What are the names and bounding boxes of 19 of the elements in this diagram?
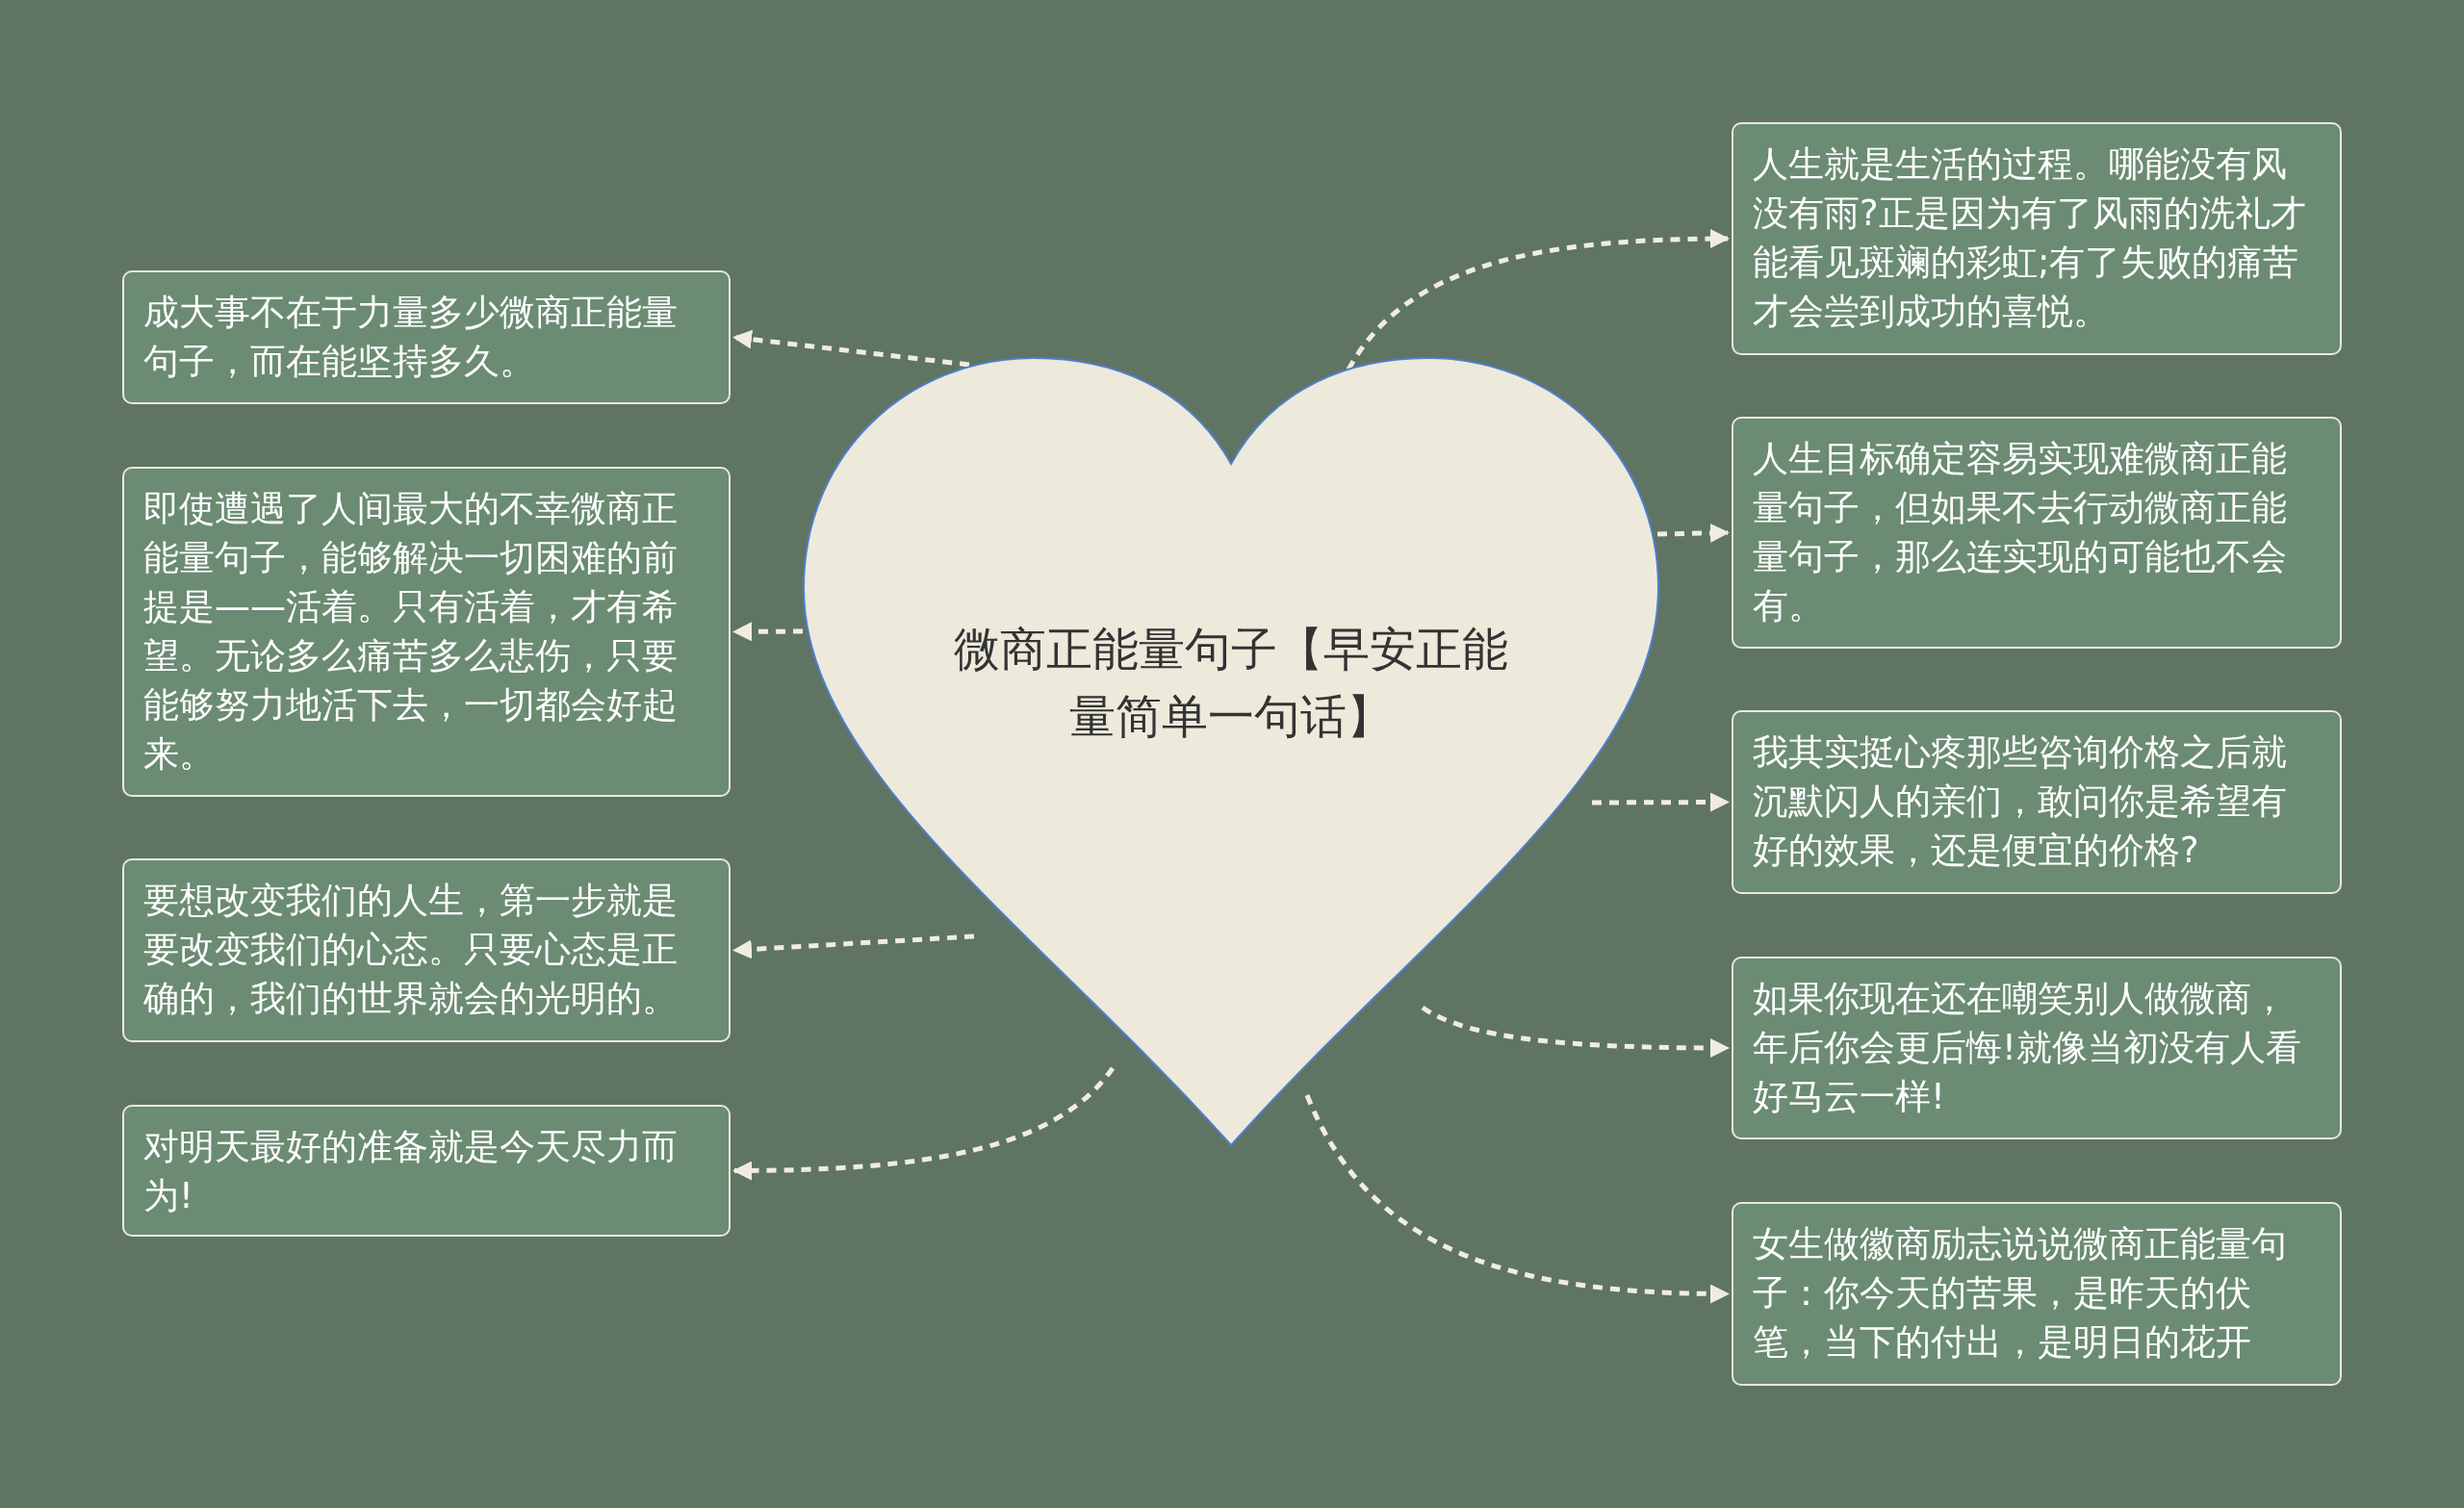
dashed-arrow	[1304, 1093, 1730, 1304]
title-text: 微商正能量句子【早安正能量简单一句话】	[953, 621, 1509, 745]
dashed-arrow	[1346, 229, 1730, 371]
dashed-arrow	[1421, 1005, 1730, 1058]
dashed-arrow	[732, 933, 975, 959]
quote-card: 我其实挺心疼那些咨询价格之后就沉默闪人的亲们，敢问你是希望有好的效果，还是便宜的价格?	[1732, 710, 2342, 894]
quote-card: 女生做徽商励志说说微商正能量句子：你今天的苦果，是昨天的伏笔，当下的付出，是明日的花开	[1732, 1202, 2342, 1386]
quote-card: 要想改变我们的人生，第一步就是要改变我们的心态。只要心态是正确的，我们的世界就会的光明的。	[122, 858, 731, 1042]
quote-card: 对明天最好的准备就是今天尽力而为!	[122, 1105, 731, 1237]
dashed-arrow	[732, 329, 970, 368]
dashed-arrow	[1592, 792, 1730, 812]
quote-card: 人生就是生活的过程。哪能没有风没有雨?正是因为有了风雨的洗礼才能看见斑斓的彩虹;有了失败的痛苦才会尝到成功的喜悦。	[1732, 122, 2342, 355]
quote-card: 人生目标确定容易实现难微商正能量句子，但如果不去行动微商正能量句子，那么连实现的可能也不会有。	[1732, 417, 2342, 649]
quote-card: 如果你现在还在嘲笑别人做微商，年后你会更后悔!就像当初没有人看好马云一样!	[1732, 957, 2342, 1139]
dashed-arrow	[732, 1066, 1115, 1181]
quote-card: 即使遭遇了人间最大的不幸微商正能量句子，能够解决一切困难的前提是——活着。只有活着，才有希望。无论多么痛苦多么悲伤，只要能够努力地活下去，一切都会好起来。	[122, 467, 731, 797]
quote-card: 成大事不在于力量多少微商正能量句子，而在能坚持多久。	[122, 270, 731, 404]
dashed-arrow	[1656, 523, 1730, 543]
dashed-arrow	[732, 622, 803, 642]
